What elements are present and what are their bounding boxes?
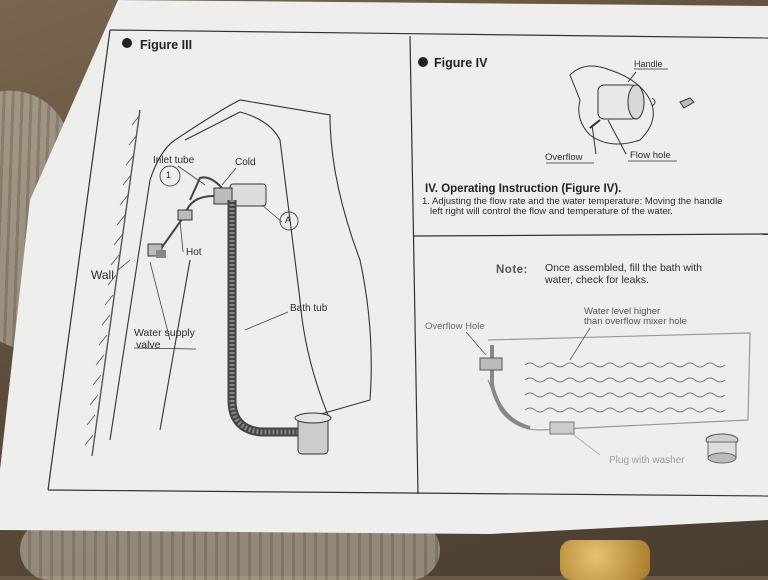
plug-drawing <box>705 433 739 464</box>
figure3-title: Figure III <box>140 38 193 52</box>
inlet-tube-label: Inlet tube <box>153 155 195 166</box>
overflow-hole-label: Overflow Hole <box>425 321 485 332</box>
instruction-heading: IV. Operating Instruction (Figure IV). <box>425 183 622 195</box>
water-level-line-1: Water level higher <box>584 306 661 317</box>
note-label: Note: <box>496 264 528 276</box>
bullet-fig3 <box>122 38 132 48</box>
water-waves <box>524 362 726 413</box>
bath-tub-label: Bath tub <box>290 303 328 314</box>
marker-circle-a <box>279 211 299 231</box>
wall-label: Wall <box>91 268 114 282</box>
handle-label: Handle <box>634 59 663 69</box>
valve-label: valve <box>136 339 161 351</box>
marker-1-label: 1 <box>166 170 172 180</box>
flow-hole-label: Flow hole <box>630 150 671 161</box>
note-line-1: Once assembled, fill the bath with <box>545 262 702 274</box>
panel-borders <box>47 29 768 497</box>
figure4-title: Figure IV <box>434 56 488 70</box>
instruction-line-2: left right will control the flow and tem… <box>430 206 673 217</box>
instruction-line-1: 1. Adjusting the flow rate and the water… <box>422 196 723 207</box>
hot-label: Hot <box>186 247 202 258</box>
underlines <box>133 68 677 350</box>
plug-label: Plug with washer <box>609 455 685 466</box>
fig3-leaders <box>117 165 289 341</box>
marker-a-label: A <box>285 215 292 225</box>
note-line-2: water, check for leaks. <box>545 274 649 286</box>
bathtub-outline <box>109 99 372 441</box>
water-level-line-2: than overflow mixer hole <box>584 316 687 327</box>
cold-label: Cold <box>235 157 256 168</box>
tub-diagram <box>465 327 751 464</box>
overflow-label: Overflow <box>545 152 583 163</box>
bullet-fig4 <box>418 57 428 67</box>
water-supply-label: Water supply <box>134 327 195 339</box>
marker-circle-1 <box>159 165 181 187</box>
mixer-assembly <box>147 176 332 455</box>
brass-fitting <box>560 540 650 580</box>
fig4-mixer-drawing <box>569 65 695 155</box>
wall-hatch <box>84 109 141 457</box>
